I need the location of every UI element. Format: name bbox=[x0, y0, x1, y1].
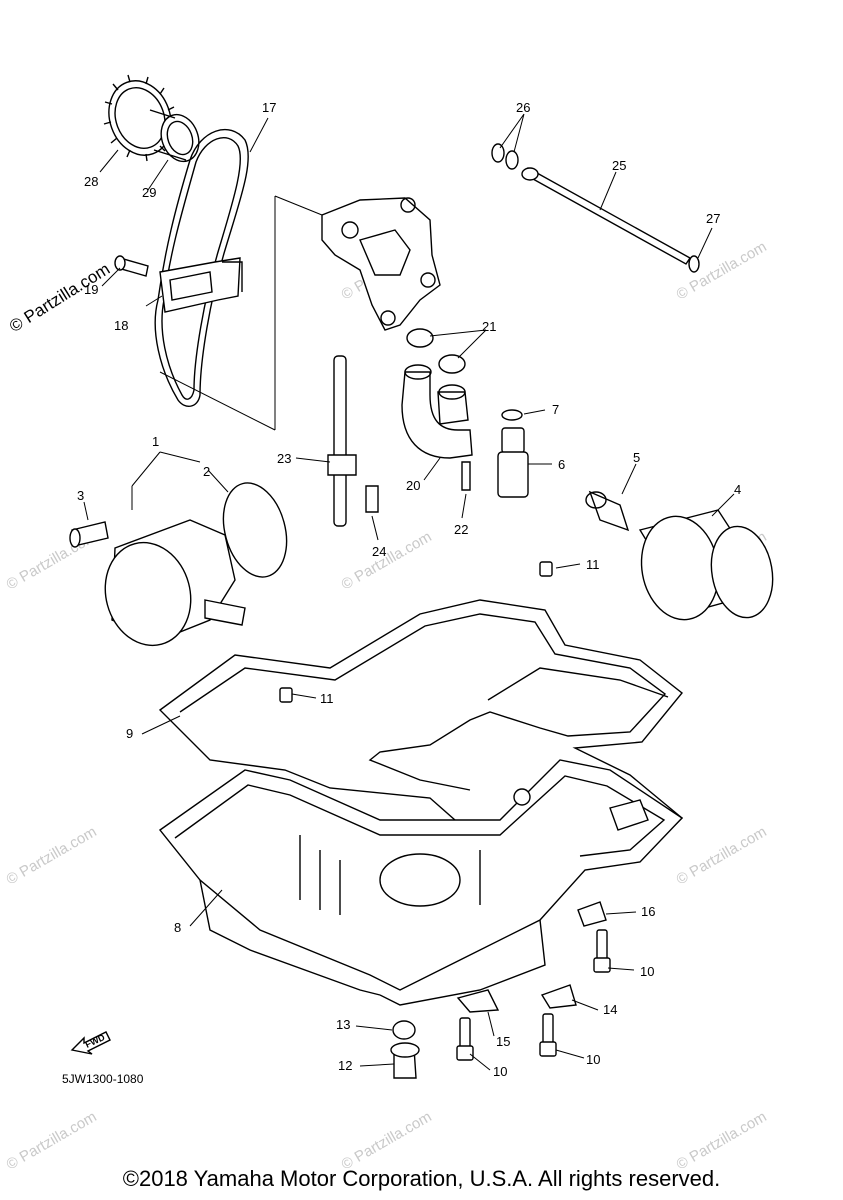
footer-copyright: ©2018 Yamaha Motor Corporation, U.S.A. A… bbox=[122, 1166, 721, 1191]
callout-24: 24 bbox=[372, 544, 386, 559]
callout-6: 6 bbox=[558, 457, 565, 472]
clamp-bracket bbox=[456, 989, 500, 1013]
callout-21: 21 bbox=[482, 319, 496, 334]
callout-1: 1 bbox=[152, 434, 159, 449]
leader-lines bbox=[83, 113, 735, 1071]
clamp-bracket bbox=[540, 984, 577, 1009]
watermark: © Partzilla.com bbox=[4, 1108, 100, 1173]
oil-filter bbox=[638, 509, 774, 621]
drain-bolt bbox=[390, 1020, 420, 1079]
o-ring bbox=[406, 328, 434, 348]
part-callouts: 1 2 3 4 5 6 7 8 9 10 10 10 11 11 12 13 1… bbox=[77, 100, 741, 1079]
relief-valve bbox=[497, 409, 529, 498]
bolt-10-a bbox=[593, 929, 611, 973]
callout-7: 7 bbox=[552, 402, 559, 417]
callout-27: 27 bbox=[706, 211, 720, 226]
callout-8: 8 bbox=[174, 920, 181, 935]
dowel-pin bbox=[539, 561, 553, 577]
callout-29: 29 bbox=[142, 185, 156, 200]
callout-5: 5 bbox=[633, 450, 640, 465]
oil-pump bbox=[321, 197, 441, 331]
callout-14: 14 bbox=[603, 1002, 617, 1017]
watermark: © Partzilla.com bbox=[339, 528, 435, 593]
callout-18: 18 bbox=[114, 318, 128, 333]
callout-10: 10 bbox=[640, 964, 654, 979]
callout-26: 26 bbox=[516, 100, 530, 115]
oil-pan-gasket bbox=[158, 599, 684, 861]
oil-strainer-shaft bbox=[327, 355, 379, 527]
callout-4: 4 bbox=[734, 482, 741, 497]
callout-3: 3 bbox=[77, 488, 84, 503]
callout-13: 13 bbox=[336, 1017, 350, 1032]
watermark: © Partzilla.com bbox=[674, 1108, 770, 1173]
callout-25: 25 bbox=[612, 158, 626, 173]
oil-delivery-pipe bbox=[401, 364, 473, 491]
forward-arrow-icon: FWD bbox=[70, 1031, 111, 1055]
callout-12: 12 bbox=[338, 1058, 352, 1073]
callout-2: 2 bbox=[203, 464, 210, 479]
oil-cooler bbox=[69, 482, 288, 647]
callout-17: 17 bbox=[262, 100, 276, 115]
leader-line bbox=[274, 195, 323, 216]
oil-pipe bbox=[491, 143, 700, 273]
callout-28: 28 bbox=[84, 174, 98, 189]
dowel-pin bbox=[279, 687, 293, 703]
watermark: © Partzilla.com bbox=[4, 823, 100, 888]
diagram-code: 5JW1300-1080 bbox=[62, 1072, 144, 1086]
o-ring bbox=[438, 354, 466, 374]
callout-23: 23 bbox=[277, 451, 291, 466]
callout-19: 19 bbox=[84, 282, 98, 297]
watermark: © Partzilla.com bbox=[674, 823, 770, 888]
callout-16: 16 bbox=[641, 904, 655, 919]
callout-9: 9 bbox=[126, 726, 133, 741]
sprocket-assembly bbox=[103, 74, 200, 163]
callout-10: 10 bbox=[493, 1064, 507, 1079]
union-bolt bbox=[585, 490, 630, 532]
callout-15: 15 bbox=[496, 1034, 510, 1049]
watermark: © Partzilla.com bbox=[339, 1108, 435, 1173]
bolt-10-b bbox=[456, 1017, 474, 1061]
oil-pan bbox=[158, 759, 684, 1006]
bolt-10-c bbox=[539, 1013, 557, 1057]
clamp-bracket bbox=[577, 901, 607, 927]
callout-11: 11 bbox=[586, 557, 600, 572]
callout-20: 20 bbox=[406, 478, 420, 493]
callout-22: 22 bbox=[454, 522, 468, 537]
callout-10: 10 bbox=[586, 1052, 600, 1067]
chain-guide bbox=[114, 255, 243, 313]
watermark: © Partzilla.com bbox=[674, 238, 770, 303]
leader-line bbox=[159, 371, 276, 431]
callout-11: 11 bbox=[320, 691, 334, 706]
